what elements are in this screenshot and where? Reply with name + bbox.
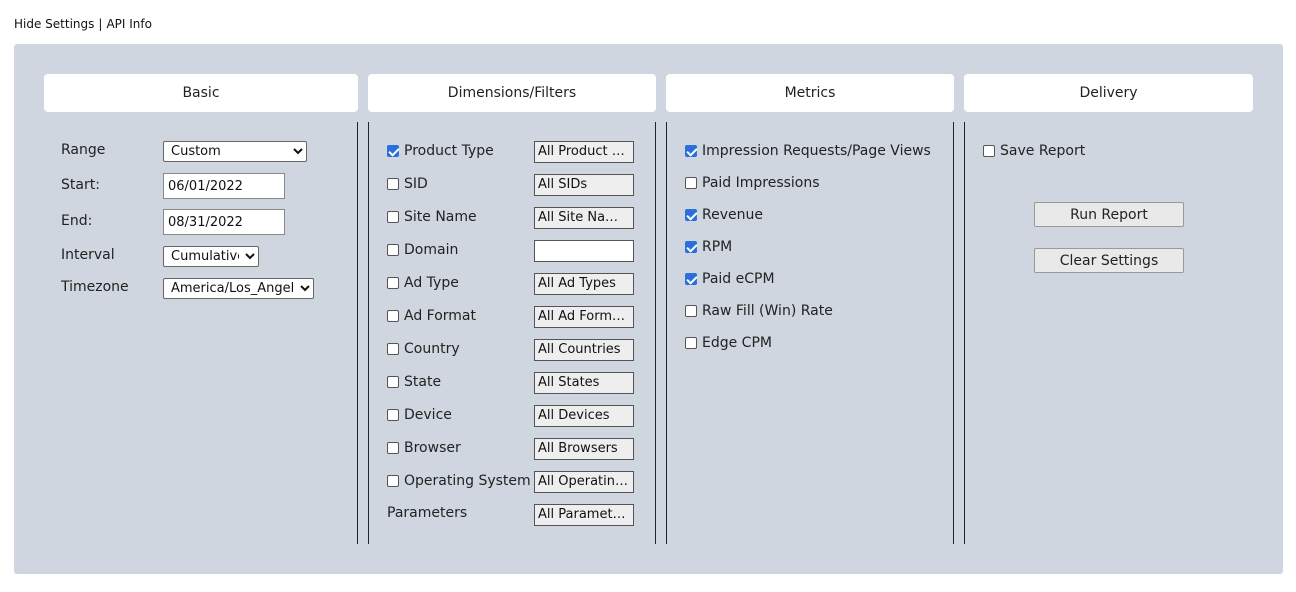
column-divider (964, 122, 965, 544)
checkbox-icon[interactable] (387, 376, 399, 388)
metric-checkbox-row[interactable]: Paid eCPM (685, 271, 775, 287)
save-report-label: Save Report (1000, 143, 1086, 159)
column-divider (953, 122, 954, 544)
checkbox-icon[interactable] (387, 409, 399, 421)
metric-label: Revenue (702, 207, 763, 223)
metric-label: Paid eCPM (702, 271, 775, 287)
metric-checkbox-row[interactable]: Raw Fill (Win) Rate (685, 303, 833, 319)
dimension-label: Operating System (404, 473, 531, 489)
dimension-label: State (404, 374, 442, 390)
checkbox-icon[interactable] (685, 273, 697, 285)
checkbox-icon[interactable] (387, 343, 399, 355)
metric-label: Edge CPM (702, 335, 772, 351)
dimension-filter[interactable]: All Product Ty... (534, 141, 634, 163)
dimension-filter[interactable]: All States (534, 372, 634, 394)
dimension-label: Country (404, 341, 460, 357)
dimension-checkbox-row[interactable]: Ad Type (387, 275, 459, 291)
checkbox-icon[interactable] (387, 442, 399, 454)
metric-label: Raw Fill (Win) Rate (702, 303, 833, 319)
column-divider (655, 122, 656, 544)
dimension-filter[interactable]: All Browsers (534, 438, 634, 460)
column-divider (357, 122, 358, 544)
metric-checkbox-row[interactable]: RPM (685, 239, 732, 255)
dimension-checkbox-row[interactable]: Site Name (387, 209, 477, 225)
dimension-checkbox-row[interactable]: Device (387, 407, 452, 423)
dimension-checkbox-row[interactable]: Domain (387, 242, 458, 258)
dimension-filter[interactable]: All SIDs (534, 174, 634, 196)
dimension-filter[interactable] (534, 240, 634, 262)
checkbox-icon[interactable] (685, 209, 697, 221)
dimension-checkbox-row[interactable]: State (387, 374, 441, 390)
metrics-header: Metrics (666, 74, 954, 112)
checkbox-icon[interactable] (685, 177, 697, 189)
checkbox-icon[interactable] (685, 241, 697, 253)
dimension-checkbox-row[interactable]: Browser (387, 440, 461, 456)
delivery-header: Delivery (964, 74, 1253, 112)
dimension-label: Domain (404, 242, 459, 258)
start-date-input[interactable] (163, 173, 285, 199)
checkbox-icon[interactable] (387, 244, 399, 256)
interval-label: Interval (61, 247, 115, 263)
api-info-link[interactable]: API Info (106, 17, 152, 31)
dimension-filter[interactable]: All Operating ... (534, 471, 634, 493)
start-label: Start: (61, 177, 100, 193)
dimension-checkbox-row[interactable]: Product Type (387, 143, 494, 159)
range-select[interactable]: Custom (163, 141, 307, 162)
dimension-label: SID (404, 176, 428, 192)
link-separator: | (98, 17, 103, 31)
dimension-checkbox-row[interactable]: Country (387, 341, 460, 357)
dimension-filter[interactable]: All Ad Formats (534, 306, 634, 328)
metric-checkbox-row[interactable]: Edge CPM (685, 335, 772, 351)
metric-label: RPM (702, 239, 733, 255)
dimension-filter[interactable]: All Site Names (534, 207, 634, 229)
dimension-label: Site Name (404, 209, 477, 225)
dimension-label: Product Type (404, 143, 494, 159)
column-divider (666, 122, 667, 544)
top-links: Hide Settings|API Info (14, 17, 152, 31)
metric-checkbox-row[interactable]: Revenue (685, 207, 763, 223)
save-report-check-icon[interactable] (983, 145, 995, 157)
interval-select[interactable]: Cumulative (163, 246, 259, 267)
parameters-filter[interactable]: All Parameter... (534, 504, 634, 526)
checkbox-icon[interactable] (387, 178, 399, 190)
dimensions-header: Dimensions/Filters (368, 74, 656, 112)
timezone-select[interactable]: America/Los_Angeles (163, 278, 314, 299)
dimension-filter[interactable]: All Ad Types (534, 273, 634, 295)
end-label: End: (61, 213, 93, 229)
checkbox-icon[interactable] (685, 337, 697, 349)
dimension-checkbox-row[interactable]: Ad Format (387, 308, 476, 324)
checkbox-icon[interactable] (685, 305, 697, 317)
dimension-checkbox-row[interactable]: Operating System (387, 473, 531, 489)
checkbox-icon[interactable] (387, 145, 399, 157)
metric-checkbox-row[interactable]: Paid Impressions (685, 175, 820, 191)
column-divider (368, 122, 369, 544)
checkbox-icon[interactable] (387, 211, 399, 223)
metric-checkbox-row[interactable]: Impression Requests/Page Views (685, 143, 931, 159)
hide-settings-link[interactable]: Hide Settings (14, 17, 95, 31)
checkbox-icon[interactable] (685, 145, 697, 157)
dimension-label: Ad Type (404, 275, 459, 291)
metric-label: Paid Impressions (702, 175, 820, 191)
settings-panel: Basic Dimensions/Filters Metrics Deliver… (14, 44, 1283, 574)
dimension-label: Device (404, 407, 452, 423)
checkbox-icon[interactable] (387, 310, 399, 322)
range-label: Range (61, 142, 106, 158)
parameters-label: Parameters (387, 505, 468, 521)
dimension-filter[interactable]: All Countries (534, 339, 634, 361)
checkbox-icon[interactable] (387, 475, 399, 487)
dimension-label: Ad Format (404, 308, 477, 324)
metric-label: Impression Requests/Page Views (702, 143, 931, 159)
end-date-input[interactable] (163, 209, 285, 235)
timezone-label: Timezone (61, 279, 129, 295)
run-report-button[interactable]: Run Report (1034, 202, 1184, 227)
checkbox-icon[interactable] (387, 277, 399, 289)
dimension-filter[interactable]: All Devices (534, 405, 634, 427)
save-report-checkbox[interactable]: Save Report (983, 143, 1085, 159)
basic-header: Basic (44, 74, 358, 112)
clear-settings-button[interactable]: Clear Settings (1034, 248, 1184, 273)
dimension-label: Browser (404, 440, 461, 456)
dimension-checkbox-row[interactable]: SID (387, 176, 428, 192)
